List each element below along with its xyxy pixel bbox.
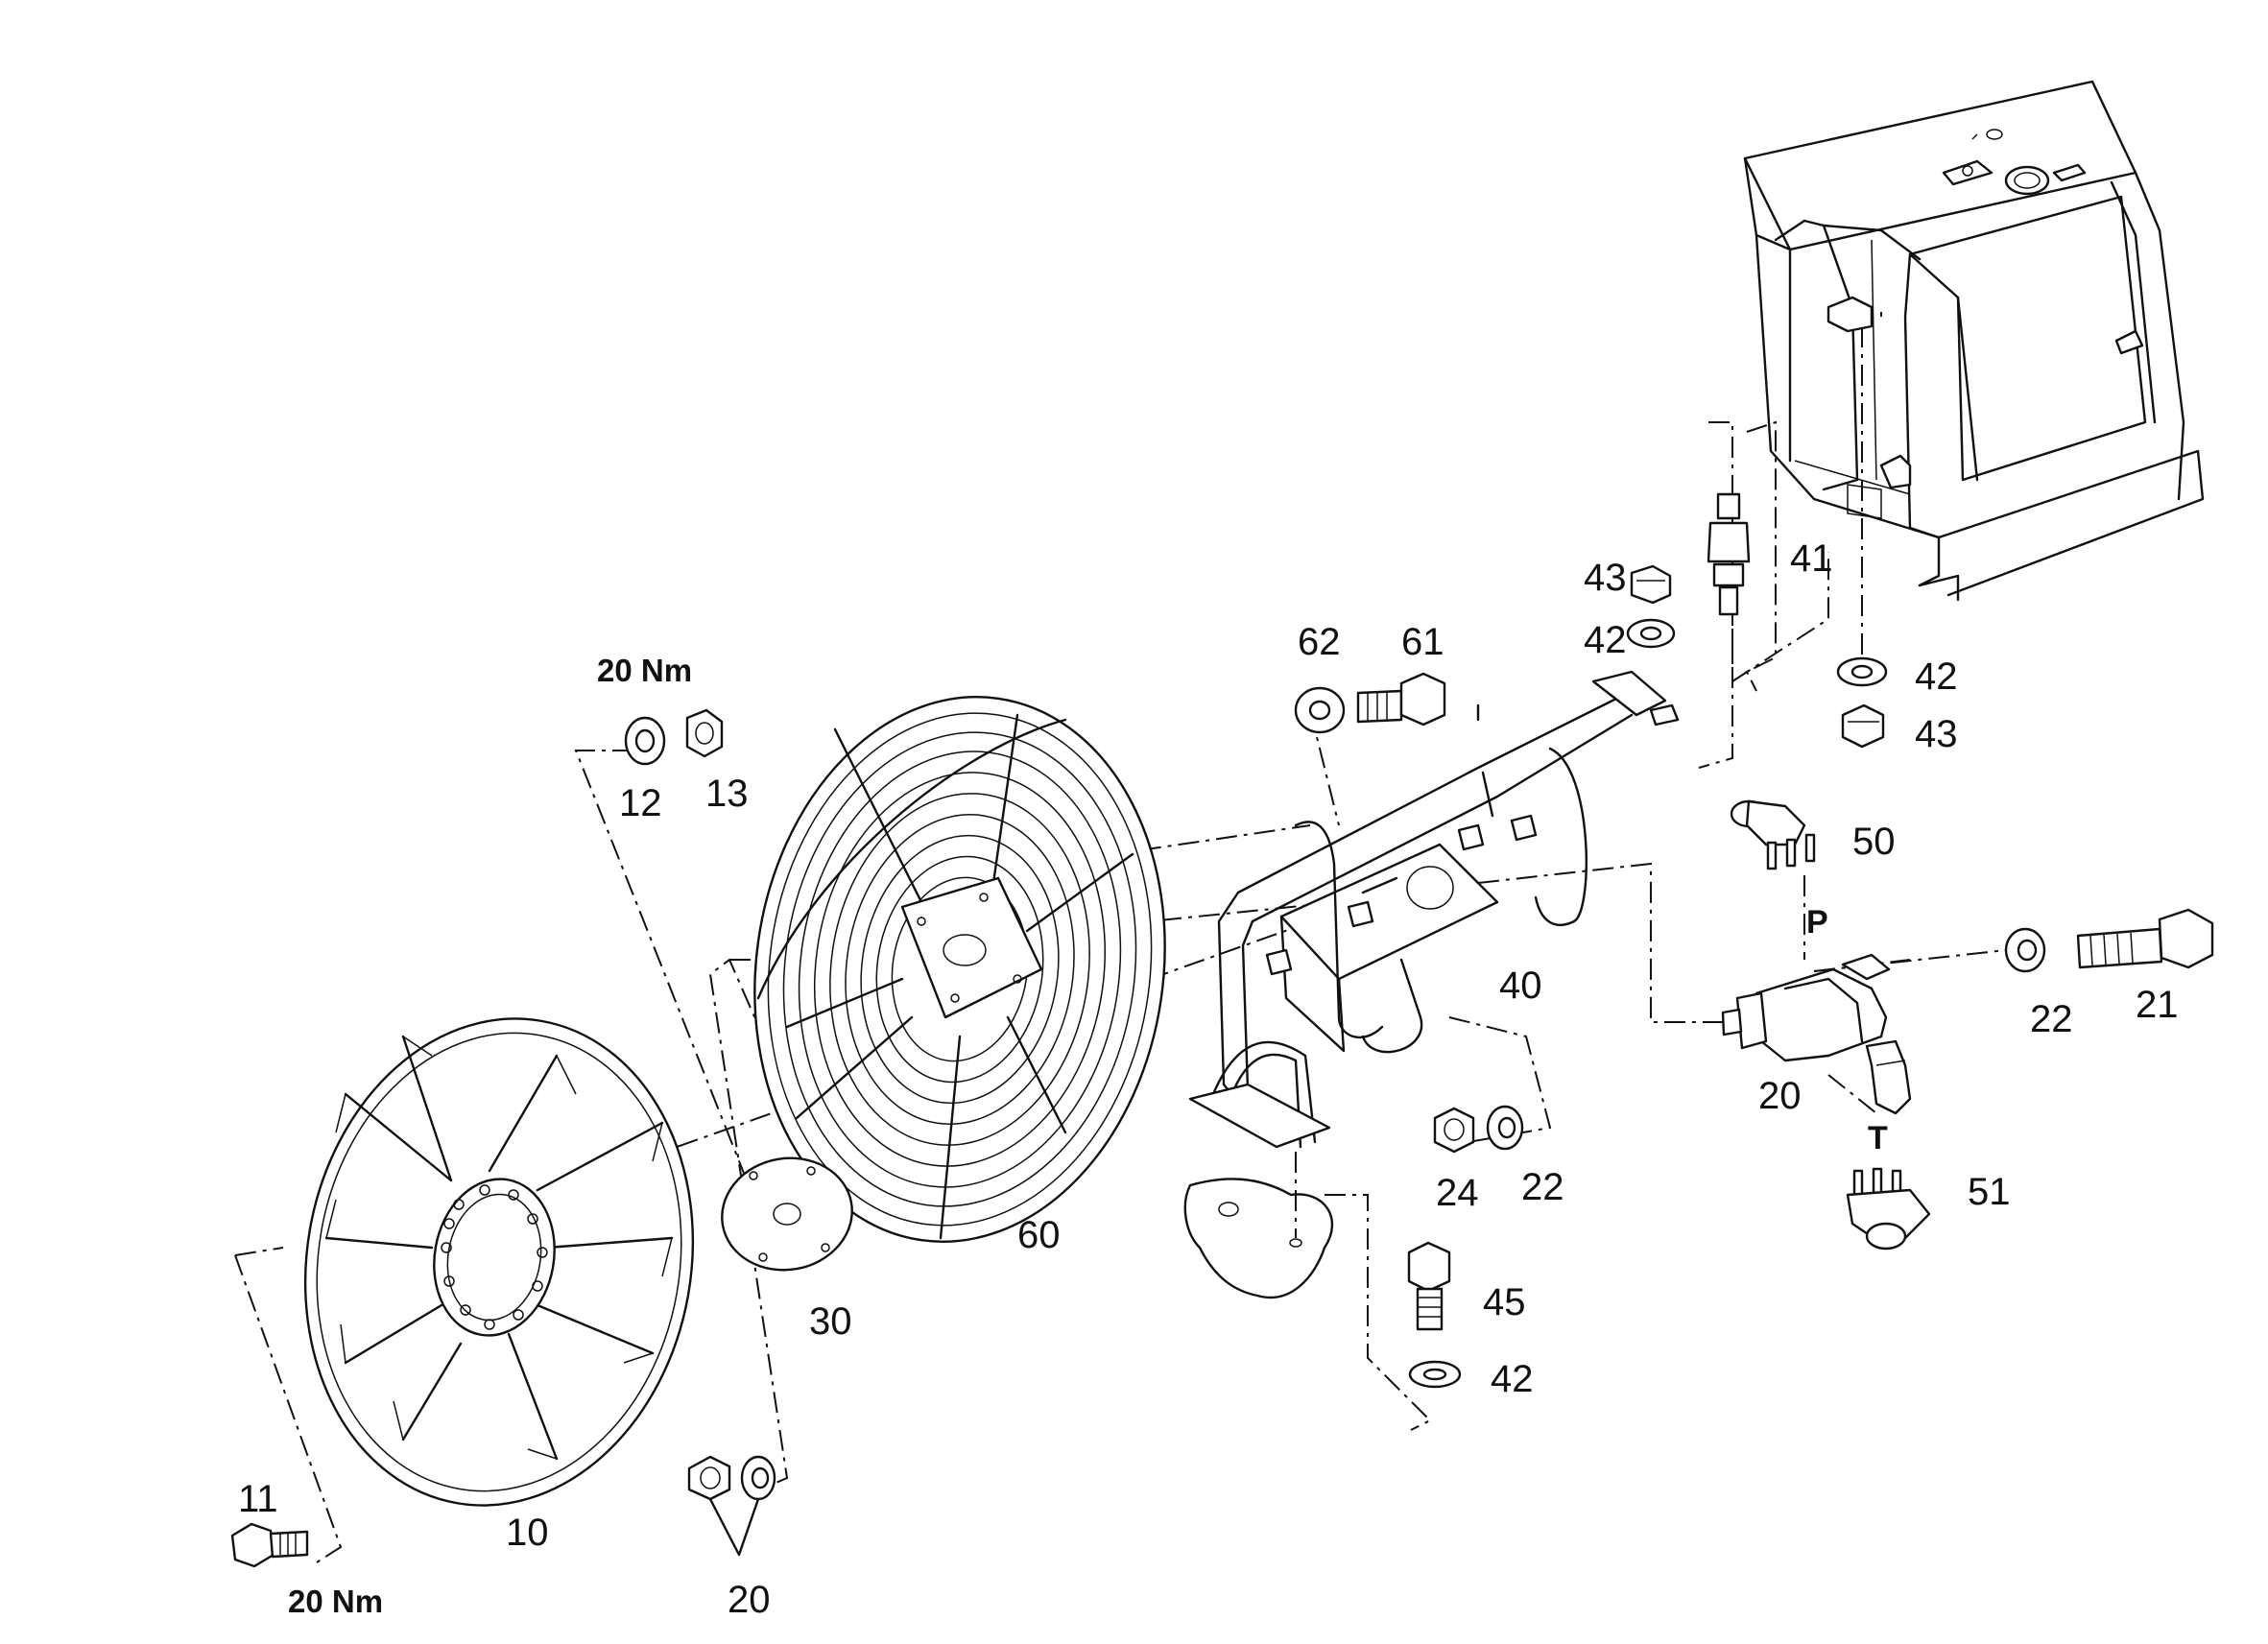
bracket-40 xyxy=(1188,670,1680,1149)
fan-10 xyxy=(303,1017,695,1507)
label-42-lower: 42 xyxy=(1491,1358,1534,1400)
nut-43-upper xyxy=(1630,564,1672,605)
washer-20-bottom xyxy=(740,1455,776,1501)
torque-label-top: 20 Nm xyxy=(597,653,692,688)
washer-42-lower xyxy=(1408,1360,1462,1389)
label-22-pump: 22 xyxy=(2030,998,2073,1040)
label-11: 11 xyxy=(238,1478,278,1520)
washer-12 xyxy=(624,716,666,766)
floor-contour xyxy=(1183,1178,1334,1299)
hydraulic-motor-20 xyxy=(1721,953,1912,1115)
label-30: 30 xyxy=(809,1300,852,1343)
bolt-21 xyxy=(2076,908,2214,969)
fitting-50 xyxy=(1730,799,1816,870)
label-42-right: 42 xyxy=(1915,655,1958,698)
washer-42-right xyxy=(1836,656,1888,687)
label-20-pump: 20 xyxy=(1758,1075,1802,1117)
label-40: 40 xyxy=(1499,965,1542,1007)
cooler-housing xyxy=(1743,80,2205,602)
washer-62 xyxy=(1294,686,1346,734)
label-21: 21 xyxy=(2136,984,2179,1026)
label-43-upper: 43 xyxy=(1584,557,1627,599)
nut-20-bottom xyxy=(687,1455,731,1501)
spacer-disc-30 xyxy=(721,1156,853,1272)
bolt-61 xyxy=(1356,672,1446,727)
fitting-51 xyxy=(1846,1167,1931,1251)
nut-24 xyxy=(1433,1107,1475,1154)
washer-22-bracket xyxy=(1486,1105,1524,1151)
washer-42-upper xyxy=(1626,618,1676,649)
label-51: 51 xyxy=(1968,1171,2011,1213)
torque-label-bottom: 20 Nm xyxy=(288,1584,383,1619)
nut-43-right xyxy=(1841,703,1885,749)
label-42-upper: 42 xyxy=(1584,619,1627,661)
label-61: 61 xyxy=(1401,621,1444,663)
label-43-right: 43 xyxy=(1915,713,1958,755)
label-60: 60 xyxy=(1017,1214,1061,1256)
port-label-p: P xyxy=(1806,904,1828,941)
label-24: 24 xyxy=(1436,1172,1479,1214)
bolt-45 xyxy=(1407,1241,1451,1331)
nut-13 xyxy=(685,708,724,758)
callout-20-bottom xyxy=(708,1497,760,1557)
bolt-11 xyxy=(230,1522,309,1568)
label-22-bracket: 22 xyxy=(1521,1166,1564,1208)
rubber-mount-41 xyxy=(1707,492,1751,616)
label-62: 62 xyxy=(1298,621,1341,663)
label-13: 13 xyxy=(705,773,749,815)
label-50: 50 xyxy=(1852,821,1896,863)
part-labels: 20 Nm 12 13 60 30 10 11 20 Nm 20 62 61 4… xyxy=(238,537,2179,1621)
washer-22-pump xyxy=(2004,927,2046,973)
label-12: 12 xyxy=(619,782,662,824)
label-10: 10 xyxy=(506,1512,549,1554)
port-label-t: T xyxy=(1868,1120,1888,1156)
label-41: 41 xyxy=(1790,537,1833,580)
fan-guard-60 xyxy=(753,696,1166,1243)
label-45: 45 xyxy=(1483,1281,1526,1323)
label-20-bottom: 20 xyxy=(728,1579,771,1621)
